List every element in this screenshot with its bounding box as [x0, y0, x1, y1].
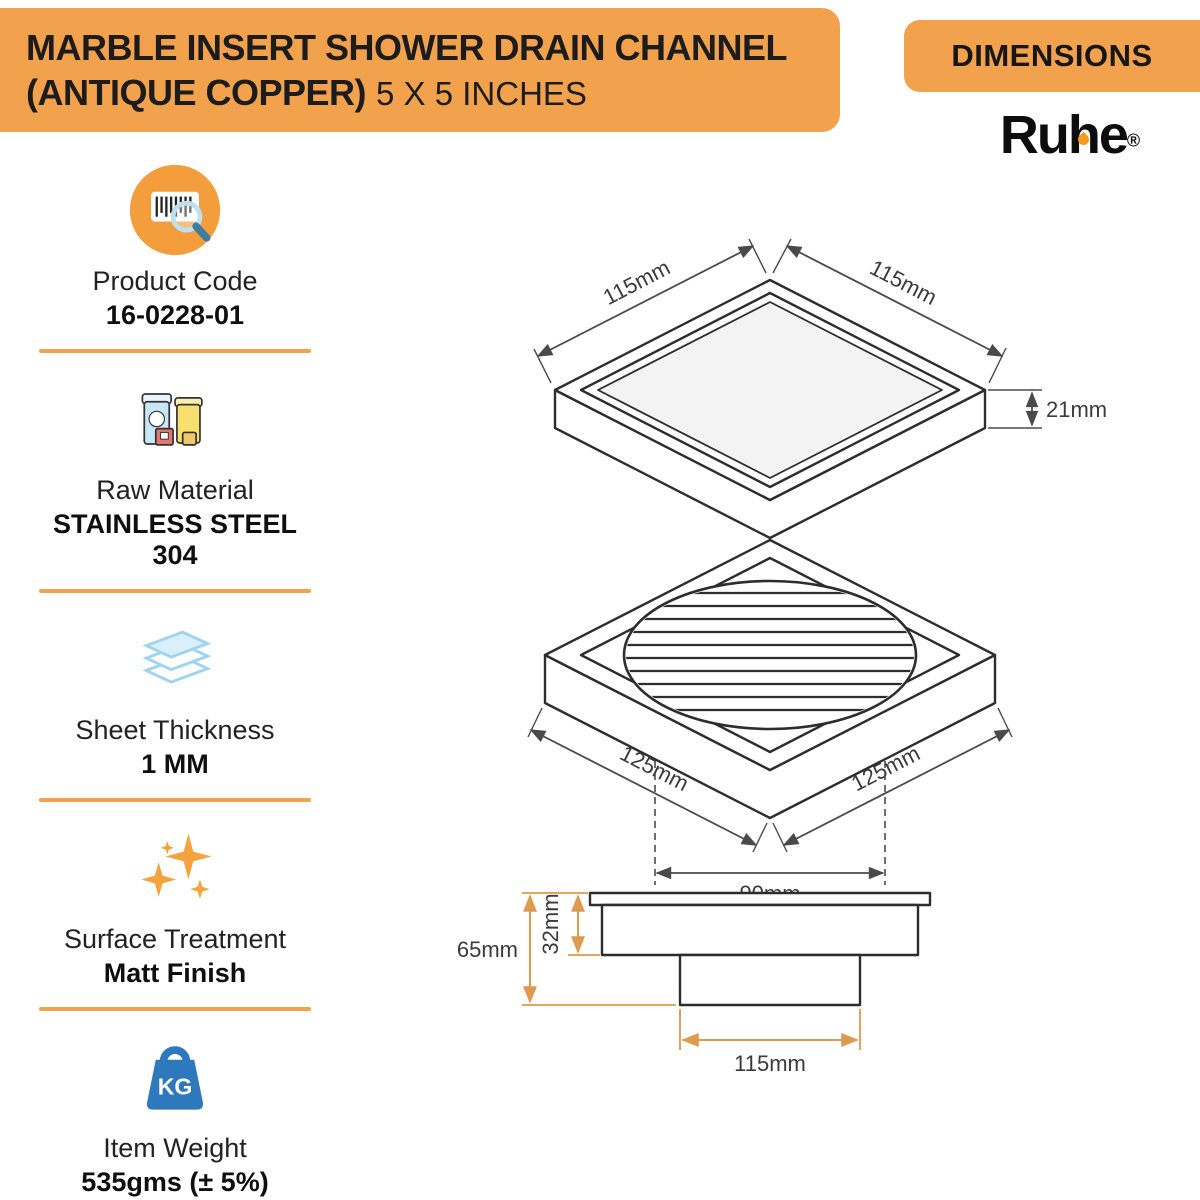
- spec-label: Item Weight: [103, 1133, 247, 1163]
- section-dim-body-height: 32mm: [538, 893, 600, 956]
- divider-line: [39, 589, 311, 593]
- product-title-line2: (ANTIQUE COPPER)5 X 5 INCHES: [26, 70, 840, 115]
- spec-value: Matt Finish: [103, 958, 247, 988]
- brand-logo-text: Ruhe: [999, 105, 1129, 165]
- spec-value: 535gms (± 5%): [81, 1167, 269, 1197]
- spec-sidebar: Product Code 16-0228-01 Raw Material STA…: [28, 162, 322, 1198]
- dim-label: 115mm: [599, 255, 674, 310]
- dimension-drawing: 115mm 115mm 21mm: [430, 195, 1200, 1185]
- kg-weight-icon: KG: [127, 1029, 223, 1125]
- dim-label: 115mm: [734, 1051, 806, 1076]
- divider-line: [39, 349, 311, 353]
- lid-dim-height: 21mm: [988, 389, 1107, 429]
- side-section-view: [588, 891, 932, 1007]
- body-isometric-view: [543, 538, 997, 820]
- spec-value: 16-0228-01: [105, 300, 245, 330]
- product-variant: (ANTIQUE COPPER): [26, 72, 367, 113]
- spec-label: Sheet Thickness: [75, 715, 275, 745]
- spec-value: STAINLESS STEEL 304: [52, 509, 298, 570]
- divider-line: [39, 798, 311, 802]
- spec-label: Raw Material: [96, 475, 254, 505]
- svg-text:KG: KG: [158, 1073, 193, 1099]
- product-size: 5 X 5 INCHES: [376, 75, 587, 112]
- barcode-search-icon: [127, 162, 223, 258]
- title-banner: MARBLE INSERT SHOWER DRAIN CHANNEL (ANTI…: [0, 8, 840, 132]
- product-title-line1: MARBLE INSERT SHOWER DRAIN CHANNEL: [26, 27, 788, 68]
- dim-label: 21mm: [1046, 397, 1107, 422]
- registered-trademark: ®: [1126, 130, 1141, 151]
- section-dim-total-height: 65mm: [457, 892, 676, 1006]
- dim-label: 115mm: [866, 255, 941, 310]
- brand-logo: Ruhe®: [950, 104, 1190, 168]
- dim-label: 65mm: [457, 937, 518, 962]
- spec-item-raw-material: Raw Material STAINLESS STEEL 304: [28, 371, 322, 571]
- divider-line: [39, 1007, 311, 1011]
- spec-label: Product Code: [92, 266, 258, 296]
- spec-label: Surface Treatment: [63, 924, 287, 954]
- sparkles-icon: [127, 820, 223, 916]
- dim-label: 32mm: [538, 893, 563, 954]
- spec-item-weight: KG Item Weight 535gms (± 5%): [81, 1029, 269, 1198]
- section-dim-outlet-width: 115mm: [679, 1009, 861, 1076]
- material-jars-icon: [127, 371, 223, 467]
- lid-isometric-view: [553, 278, 987, 540]
- spec-item-surface-treatment: Surface Treatment Matt Finish: [64, 820, 286, 989]
- dimensions-banner-label: DIMENSIONS: [951, 38, 1153, 73]
- dimensions-banner: DIMENSIONS: [904, 20, 1200, 92]
- spec-item-sheet-thickness: Sheet Thickness 1 MM: [75, 611, 275, 780]
- spec-item-product-code: Product Code 16-0228-01: [92, 162, 258, 331]
- stacked-sheets-icon: [127, 611, 223, 707]
- spec-value: 1 MM: [141, 749, 209, 779]
